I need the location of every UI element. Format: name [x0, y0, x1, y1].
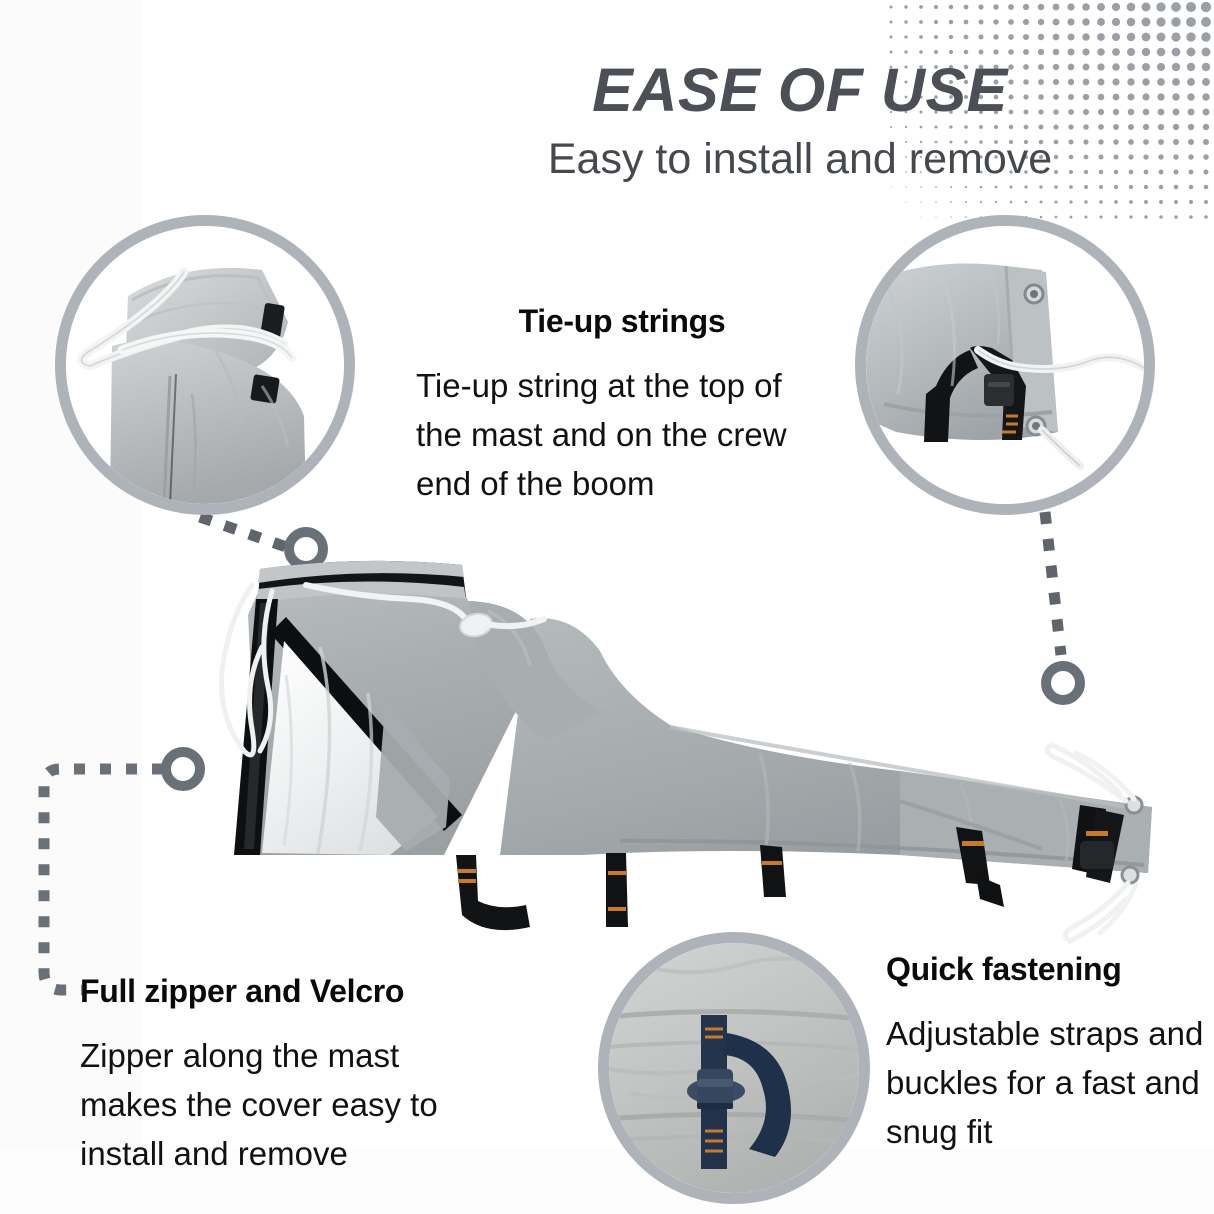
main-product-photo [219, 560, 1152, 944]
product-end-ropes [1044, 742, 1144, 944]
header: EASE OF USE Easy to install and remove [430, 56, 1170, 185]
page-subtitle: Easy to install and remove [547, 134, 1053, 183]
product-tie-up-rope [219, 582, 547, 758]
photo-tie-up-boom-end [855, 215, 1155, 515]
background-tint-bottom [0, 1150, 1214, 1214]
ring-marker-icon [1041, 661, 1085, 705]
callout-title-quick-fastening: Quick fastening [886, 951, 1122, 987]
callout-title-full-zipper: Full zipper and Velcro [80, 973, 405, 1009]
callout-body-full-zipper: Zipper along the mast makes the cover ea… [80, 1037, 438, 1173]
connector-full-zipper [38, 747, 205, 996]
callout-body-quick-fastening: Adjustable straps and buckles for a fast… [886, 1015, 1204, 1151]
page-title: EASE OF USE [592, 56, 1008, 124]
ring-marker-icon [161, 747, 205, 791]
photo-tie-up-mast-top [55, 215, 355, 515]
connector-tie-up-boom [1039, 511, 1085, 705]
photo-art-boom-end [866, 226, 1144, 504]
halftone-dots-icon [889, 1, 1212, 219]
photo-art-buckle [609, 943, 859, 1193]
product-straps [456, 799, 1124, 931]
background-tint-left [0, 0, 142, 1214]
callout-title-tie-up-strings: Tie-up strings [518, 303, 726, 339]
callout-quick-fastening: Quick fastening Adjustable straps and bu… [886, 950, 1206, 1157]
photo-quick-fastening [598, 932, 870, 1204]
product-mast-section [234, 560, 602, 855]
photo-art-mast-top [66, 226, 344, 504]
callout-full-zipper-and-velcro: Full zipper and Velcro Zipper along the … [80, 972, 492, 1179]
callout-body-tie-up-strings: Tie-up string at the top of the mast and… [416, 367, 787, 503]
callout-tie-up-strings: Tie-up strings Tie-up string at the top … [416, 302, 828, 509]
